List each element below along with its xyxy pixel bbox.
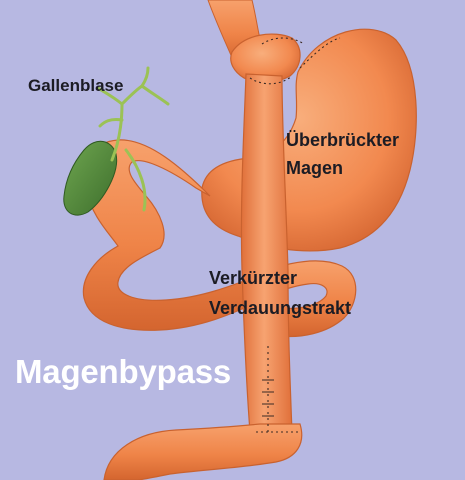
label-shortened-tract: Verkürzter Verdauungstrakt <box>209 263 351 323</box>
label-bypassed-stomach-line2: Magen <box>286 154 399 182</box>
label-shortened-tract-line2: Verdauungstrakt <box>209 293 351 323</box>
label-bypassed-stomach-line1: Überbrückter <box>286 126 399 154</box>
label-gallbladder: Gallenblase <box>28 76 123 96</box>
label-shortened-tract-line1: Verkürzter <box>209 263 351 293</box>
roux-limb <box>241 74 292 432</box>
label-bypassed-stomach: Überbrückter Magen <box>286 126 399 182</box>
diagram-title: Magenbypass <box>15 353 231 391</box>
